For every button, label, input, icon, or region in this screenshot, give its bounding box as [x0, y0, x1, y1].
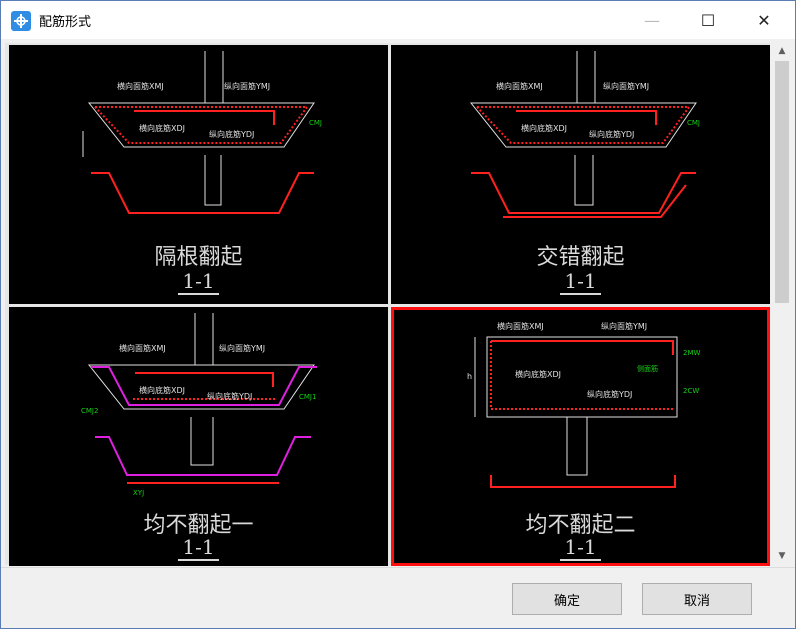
footer-divider	[1, 567, 795, 568]
h-label: h	[467, 372, 472, 381]
zxymj-label: 纵向面筋YMJ	[224, 81, 270, 91]
title-bar[interactable]: 配筋形式 — ☐ ✕	[1, 1, 795, 39]
rebar-diagram-2: 横向面筋XMJ 纵向面筋YMJ 横向底筋XDJ 纵向底筋YDJ CMJ	[469, 51, 700, 218]
scroll-up-icon[interactable]: ▲	[778, 46, 786, 56]
option-card-4[interactable]: 横向面筋XMJ 纵向面筋YMJ 横向底筋XDJ 纵向底筋YDJ h 侧面筋 2M…	[391, 307, 770, 566]
option-card-3[interactable]: 横向面筋XMJ 纵向面筋YMJ 横向底筋XDJ 纵向底筋YDJ CMJ2 CMJ…	[9, 307, 388, 566]
vertical-scrollbar[interactable]: ▲ ▼	[773, 43, 791, 565]
section-label: 1-1	[9, 269, 388, 295]
zxydj-label: 纵向底筋YDJ	[587, 389, 632, 399]
zxydj-label: 纵向底筋YDJ	[589, 129, 634, 139]
hxdj-label: 横向底筋XDJ	[139, 123, 185, 133]
close-button[interactable]: ✕	[741, 1, 787, 39]
window-title: 配筋形式	[39, 15, 92, 30]
minimize-button[interactable]: —	[629, 1, 675, 39]
scroll-down-icon[interactable]: ▼	[778, 551, 786, 561]
option-card-2[interactable]: 横向面筋XMJ 纵向面筋YMJ 横向底筋XDJ 纵向底筋YDJ CMJ 交错翻起…	[391, 45, 770, 304]
scroll-thumb[interactable]	[775, 61, 789, 303]
hxdj-label: 横向底筋XDJ	[521, 123, 567, 133]
hxdj-label: 横向底筋XDJ	[515, 369, 561, 379]
zxydj-label: 纵向底筋YDJ	[207, 391, 252, 401]
cmj2-label: CMJ2	[81, 407, 98, 415]
hxmj-label: 横向面筋XMJ	[119, 343, 166, 353]
zxymj-label: 纵向面筋YMJ	[601, 321, 647, 331]
cw2-label: 2CW	[683, 387, 699, 395]
rebar-diagram-4: 横向面筋XMJ 纵向面筋YMJ 横向底筋XDJ 纵向底筋YDJ h 侧面筋 2M…	[467, 321, 700, 488]
hxdj-label: 横向底筋XDJ	[139, 385, 185, 395]
xyj-label: XYJ	[133, 489, 144, 497]
option-caption: 交错翻起	[536, 245, 625, 270]
cmj-label: CMJ	[687, 119, 700, 127]
minimize-icon: —	[644, 10, 660, 30]
section-label: 1-1	[391, 535, 770, 561]
option-card-1[interactable]: 横向面筋XMJ 纵向面筋YMJ 横向底筋XDJ 纵向底筋YDJ CMJ 隔根翻起…	[9, 45, 388, 304]
close-icon: ✕	[757, 10, 771, 30]
cmj1-label: CMJ1	[299, 393, 316, 401]
zxymj-label: 纵向面筋YMJ	[219, 343, 265, 353]
zxydj-label: 纵向底筋YDJ	[209, 129, 254, 139]
section-label: 1-1	[391, 269, 770, 295]
hxmj-label: 横向面筋XMJ	[117, 81, 164, 91]
cmj-label: CMJ	[309, 119, 322, 127]
app-icon	[11, 11, 31, 31]
maximize-icon: ☐	[700, 10, 716, 30]
maximize-button[interactable]: ☐	[685, 1, 731, 39]
rebar-diagram-1: 横向面筋XMJ 纵向面筋YMJ 横向底筋XDJ 纵向底筋YDJ CMJ	[82, 51, 322, 214]
option-caption: 均不翻起一	[143, 513, 254, 538]
hxmj-label: 横向面筋XMJ	[496, 81, 543, 91]
ok-button[interactable]: 确定	[512, 583, 622, 615]
rebar-diagram-3: 横向面筋XMJ 纵向面筋YMJ 横向底筋XDJ 纵向底筋YDJ CMJ2 CMJ…	[81, 313, 317, 497]
zxymj-label: 纵向面筋YMJ	[603, 81, 649, 91]
cancel-button[interactable]: 取消	[642, 583, 752, 615]
mw2-label: 2MW	[683, 349, 700, 357]
section-label: 1-1	[9, 535, 388, 561]
options-grid: 横向面筋XMJ 纵向面筋YMJ 横向底筋XDJ 纵向底筋YDJ CMJ 隔根翻起…	[5, 43, 770, 566]
option-caption: 均不翻起二	[525, 513, 636, 538]
option-caption: 隔根翻起	[154, 245, 243, 270]
hxmj-label: 横向面筋XMJ	[497, 321, 544, 331]
side-bar-label: 侧面筋	[637, 364, 658, 373]
